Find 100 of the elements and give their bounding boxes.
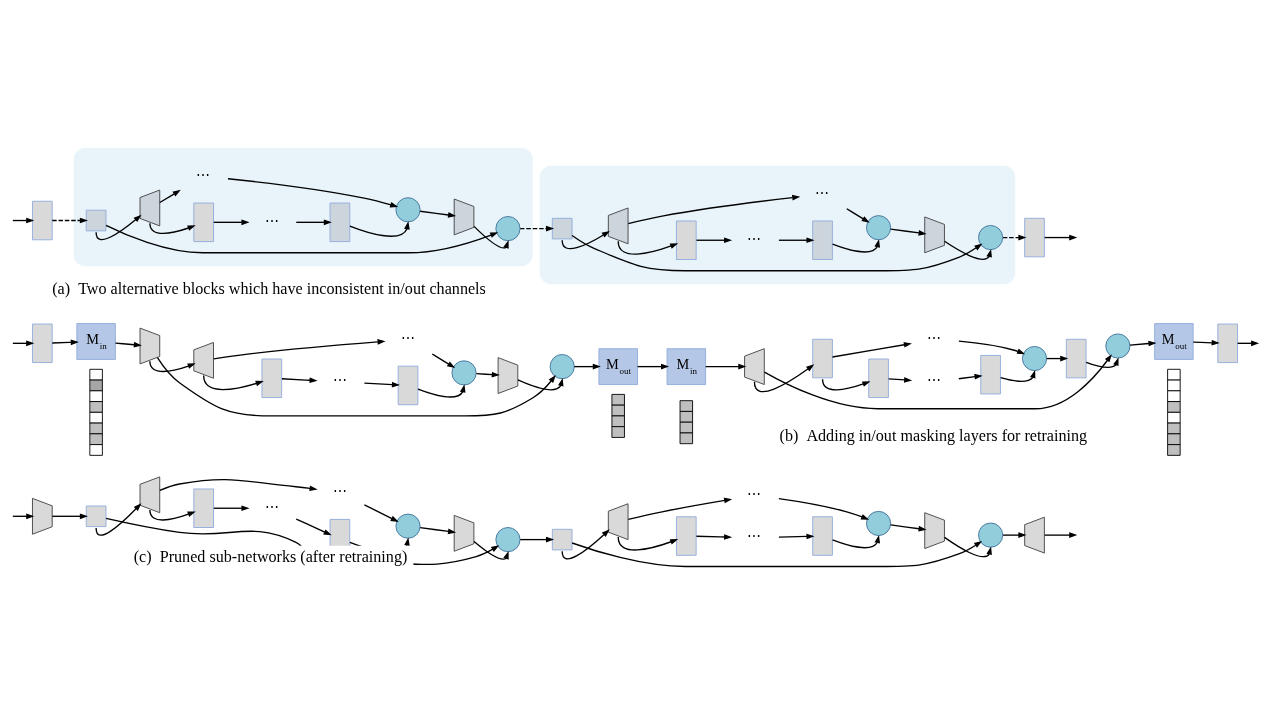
arrow: [1085, 357, 1119, 368]
node-box: [193, 488, 214, 528]
arrow: [571, 540, 983, 567]
node-trapezoid: [139, 475, 161, 513]
arrow: [95, 502, 142, 536]
arrow: [561, 230, 610, 249]
node-box: M$_{in}$: [666, 347, 707, 385]
arrow: [419, 210, 457, 218]
arrow: [831, 238, 880, 252]
arrow: [1002, 234, 1027, 240]
node-text: ⋯: [332, 482, 347, 499]
arrow: [999, 369, 1036, 382]
arrow: [778, 533, 815, 539]
cluster: [73, 147, 533, 266]
node-text: ⋯: [264, 498, 279, 515]
node-trapezoid: [924, 216, 945, 253]
arrow: [156, 356, 556, 417]
node-box: [32, 200, 53, 240]
arrow: [281, 376, 318, 383]
arrow: [888, 376, 913, 383]
arrow: [1129, 340, 1157, 346]
arrow: [363, 381, 400, 387]
arrow: [419, 526, 457, 534]
node-box: [812, 515, 833, 556]
node-circle: [978, 224, 1004, 250]
arrow: [105, 224, 499, 253]
node-trapezoid: [497, 356, 519, 394]
node-trapezoid: [32, 497, 53, 535]
node-trapezoid: [607, 207, 629, 244]
arrow: [617, 239, 679, 255]
node-circle: [495, 526, 521, 552]
node-box: [1024, 217, 1045, 257]
node-box: [193, 202, 214, 242]
arrow: [943, 240, 992, 260]
arrow: [213, 338, 386, 360]
arrow: [1044, 234, 1078, 240]
node-circle: [451, 359, 477, 385]
arrow: [958, 340, 1026, 354]
node-box: [397, 365, 419, 405]
node-trapezoid: [453, 514, 475, 552]
arrow: [958, 373, 983, 379]
node-box: M$_{in}$: [76, 322, 116, 360]
node-trapezoid: [924, 511, 945, 549]
arrow: [943, 536, 992, 557]
arrow: [51, 217, 88, 223]
arrow: [573, 363, 601, 369]
node-circle: [1021, 345, 1048, 371]
arrow: [51, 512, 88, 519]
arrow: [159, 189, 181, 203]
arrow: [51, 339, 79, 345]
arrow: [1044, 531, 1078, 538]
arrow: [149, 360, 196, 372]
arrow: [227, 177, 399, 207]
arrow: [627, 497, 733, 520]
arrow: [349, 220, 410, 237]
node-box: M$_{out}$: [1154, 322, 1194, 360]
arrow: [417, 383, 466, 398]
node-text: ⋯: [815, 184, 830, 201]
node-text: ⋯: [332, 371, 347, 388]
node-trapezoid: [744, 347, 765, 385]
arrow: [561, 528, 610, 559]
node-text: ⋯: [400, 329, 415, 346]
arrow: [890, 523, 927, 531]
arrow: [821, 378, 871, 390]
node-text: ⋯: [747, 527, 762, 544]
arrow: [846, 207, 870, 223]
node-text: ⋯: [927, 329, 942, 346]
arrow: [1002, 531, 1027, 538]
arrow: [363, 503, 399, 522]
node-box: [980, 354, 1001, 394]
arrow: [203, 374, 264, 390]
node-box: [85, 209, 107, 231]
arrow: [114, 341, 142, 347]
node-text: ⋯: [927, 371, 942, 388]
arrow: [431, 352, 456, 368]
arrow: [571, 234, 983, 271]
arrow: [617, 535, 679, 551]
node-trapezoid: [607, 502, 629, 540]
node-box: [812, 338, 833, 378]
node-text: ⋯: [747, 230, 762, 247]
label: (c) Pruned sub-networks (after retraining): [133, 547, 408, 565]
node-trapezoid: [193, 341, 214, 379]
node-circle: [978, 522, 1004, 548]
node-text: ⋯: [196, 166, 211, 183]
node-box: [1217, 323, 1238, 363]
arrow: [778, 236, 815, 243]
node-trapezoid: [139, 327, 161, 364]
arrow: [213, 504, 250, 511]
node-trapezoid: [453, 198, 475, 235]
arrow: [705, 363, 747, 369]
node-box: [1065, 338, 1087, 378]
arrow: [695, 533, 733, 540]
node-box: [868, 358, 889, 398]
node-box: [812, 220, 833, 260]
node-circle: [395, 196, 421, 222]
node-circle: [395, 513, 421, 539]
arrow: [831, 534, 880, 548]
arrow: [473, 225, 509, 249]
arrow: [159, 478, 318, 491]
arrow: [149, 508, 196, 521]
